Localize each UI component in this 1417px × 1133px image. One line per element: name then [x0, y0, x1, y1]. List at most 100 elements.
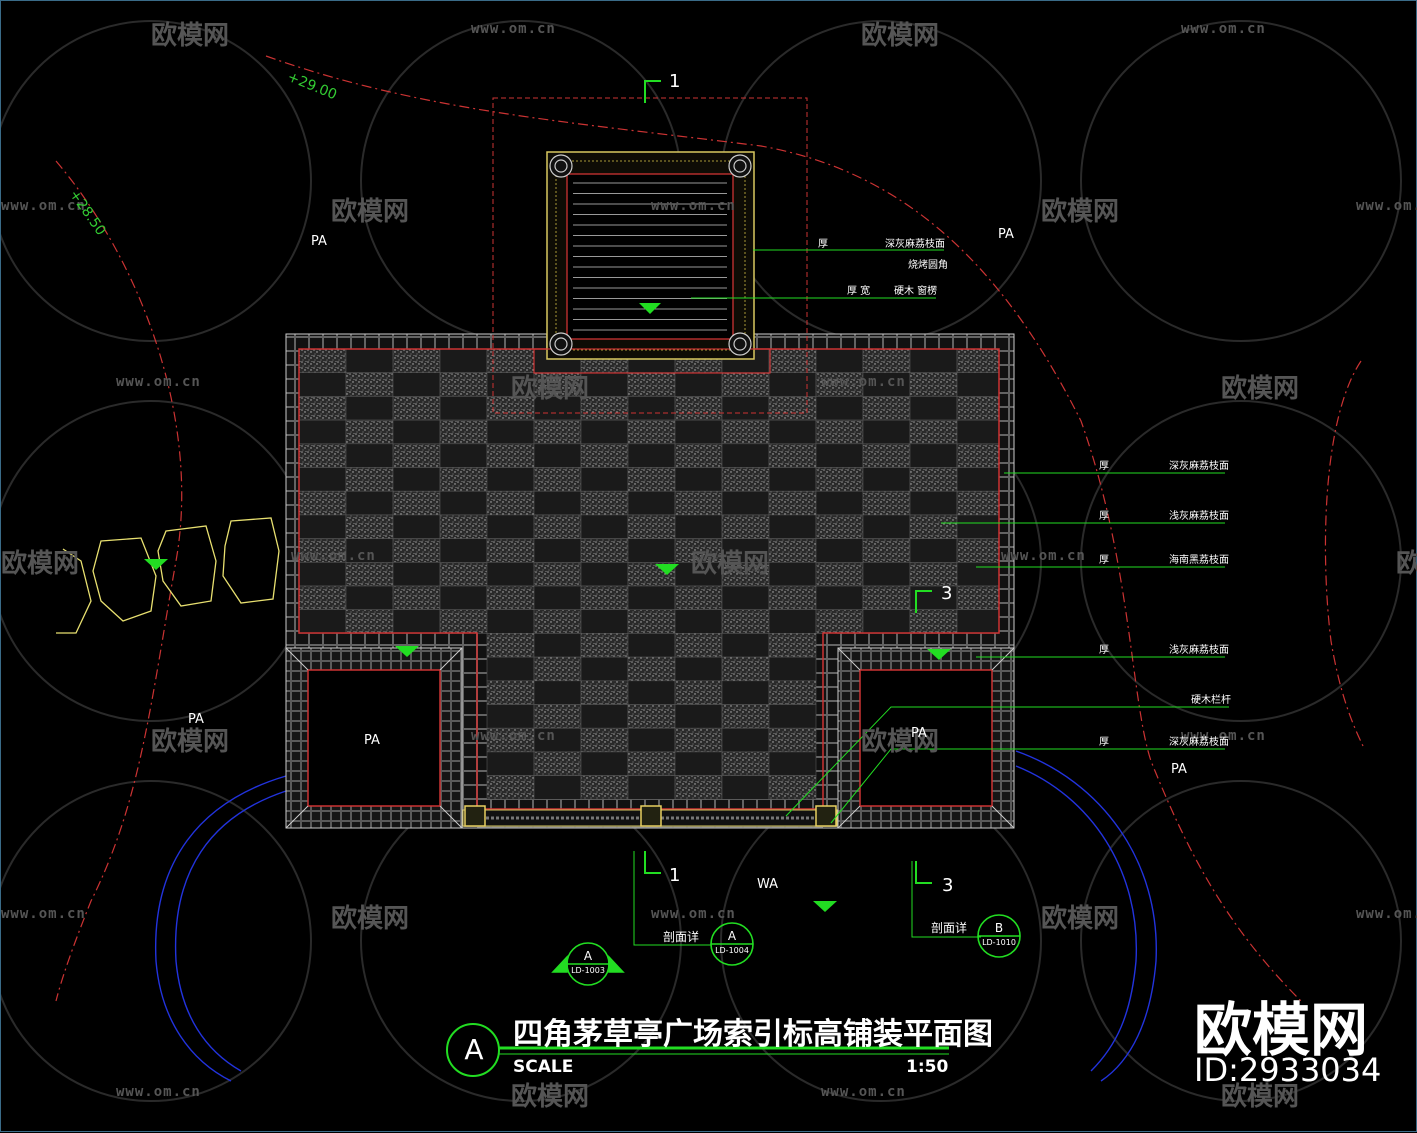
watermark-url: www.om.cn: [821, 1084, 906, 1100]
paving-tile: [909, 467, 958, 492]
paving-tile: [580, 656, 629, 682]
bubble-letter: A: [583, 949, 593, 963]
paving-tile: [674, 609, 723, 634]
paving-tile: [345, 585, 394, 611]
paving-tile: [345, 372, 394, 397]
paving-tile: [956, 609, 1000, 634]
plaza-lower-border: [463, 633, 477, 828]
paving-tile: [439, 514, 488, 539]
stepping-stones: [56, 517, 280, 634]
planter-right: [837, 647, 1015, 829]
paving-tile: [956, 419, 1000, 445]
paving-tile: [674, 633, 723, 658]
leader-lines: [633, 249, 1229, 946]
callout-material: 硬木 窗楞: [894, 286, 938, 297]
zone-tag-pa: PA: [998, 227, 1014, 242]
paving-tile: [815, 490, 864, 516]
paving-tile: [815, 467, 864, 492]
callout-material: 深灰麻荔枝面: [885, 239, 945, 250]
paving-tile: [627, 419, 676, 445]
paving-tile: [862, 561, 911, 587]
bench-slats: [573, 182, 727, 331]
zone-tag-pa: PA: [188, 712, 204, 727]
callout-material: 硬木栏杆: [1191, 695, 1231, 706]
paving-tile: [298, 609, 347, 634]
paving-tile: [627, 372, 676, 397]
zone-tag-wa: WA: [757, 877, 779, 892]
brand-logo-text: 欧模网: [1194, 996, 1369, 1064]
planter-left: [285, 647, 463, 829]
watermark-url: www.om.cn: [116, 1084, 201, 1100]
watermark-url: www.om.cn: [1, 906, 86, 922]
paving-tile: [392, 561, 441, 587]
paving-tile: [674, 419, 723, 445]
paving-tile: [674, 585, 723, 611]
paving-tile: [956, 585, 1000, 611]
site-boundary-right: [265, 55, 1302, 1002]
paving-tile: [392, 490, 441, 516]
paving-tile: [768, 538, 817, 563]
paving-tile: [533, 490, 582, 516]
paving-tile: [768, 585, 817, 611]
watermark-brand: 欧模网: [1396, 549, 1417, 579]
section-number: 1: [669, 71, 681, 92]
paving-tile: [392, 348, 441, 374]
section-number: 3: [941, 583, 953, 604]
paving-tile: [862, 490, 911, 516]
watermark-brand: 欧模网: [691, 549, 770, 579]
paving-tile: [956, 514, 1000, 539]
paving-tile: [533, 609, 582, 634]
paving-tile: [627, 633, 676, 658]
paving-tile: [956, 467, 1000, 492]
water-edge: [154, 750, 1157, 1082]
paving-tile: [298, 419, 347, 445]
drawing-title: 四角茅草亭广场索引标高铺装平面图: [513, 1017, 993, 1052]
site-boundary-left: [55, 160, 183, 1002]
paving-tile: [345, 467, 394, 492]
zone-tag-pa: PA: [911, 726, 927, 741]
paving-tile: [533, 514, 582, 539]
paving-tile: [439, 490, 488, 516]
paving-tile: [345, 514, 394, 539]
paving-tile: [674, 680, 723, 705]
paving-tile: [627, 467, 676, 492]
paving-tile: [768, 467, 817, 492]
paving-tile: [627, 490, 676, 516]
paving-tile: [721, 704, 770, 729]
watermark-url: www.om.cn: [1356, 198, 1417, 214]
title-underline: [446, 1023, 949, 1077]
watermark-brand: 欧模网: [511, 374, 590, 404]
paving-tile: [674, 751, 723, 776]
paving-tile: [862, 348, 911, 374]
paving-tile: [909, 419, 958, 445]
callout-thickness: 厚 宽: [847, 286, 871, 297]
paving-tile: [345, 561, 394, 587]
paving-tile: [627, 396, 676, 421]
paving-tile: [298, 348, 347, 374]
paving-tile: [674, 396, 723, 421]
paving-tile: [533, 751, 582, 776]
paving-tile: [768, 656, 817, 682]
paving-tile: [580, 585, 629, 611]
paving-tile: [439, 348, 488, 374]
pavilion: [533, 151, 771, 374]
paving-tile: [298, 467, 347, 492]
watermark-url: www.om.cn: [471, 21, 556, 37]
watermark-brand: 欧模网: [331, 197, 410, 227]
paving-tile: [956, 490, 1000, 516]
pavilion-roof-extent: [492, 97, 808, 414]
paving-tile: [580, 419, 629, 445]
paving-tile: [580, 609, 629, 634]
paving-tile: [721, 609, 770, 634]
paving-tile: [768, 751, 817, 776]
paving-tile: [298, 561, 347, 587]
paving-tile: [627, 775, 676, 800]
section-detail-label: 剖面详: [663, 930, 700, 944]
paving-tile: [721, 633, 770, 658]
paving-tile: [439, 538, 488, 563]
index-bubbles: [551, 914, 1021, 986]
callout-material: 深灰麻荔枝面: [1169, 737, 1229, 748]
watermark-url: www.om.cn: [291, 548, 376, 564]
